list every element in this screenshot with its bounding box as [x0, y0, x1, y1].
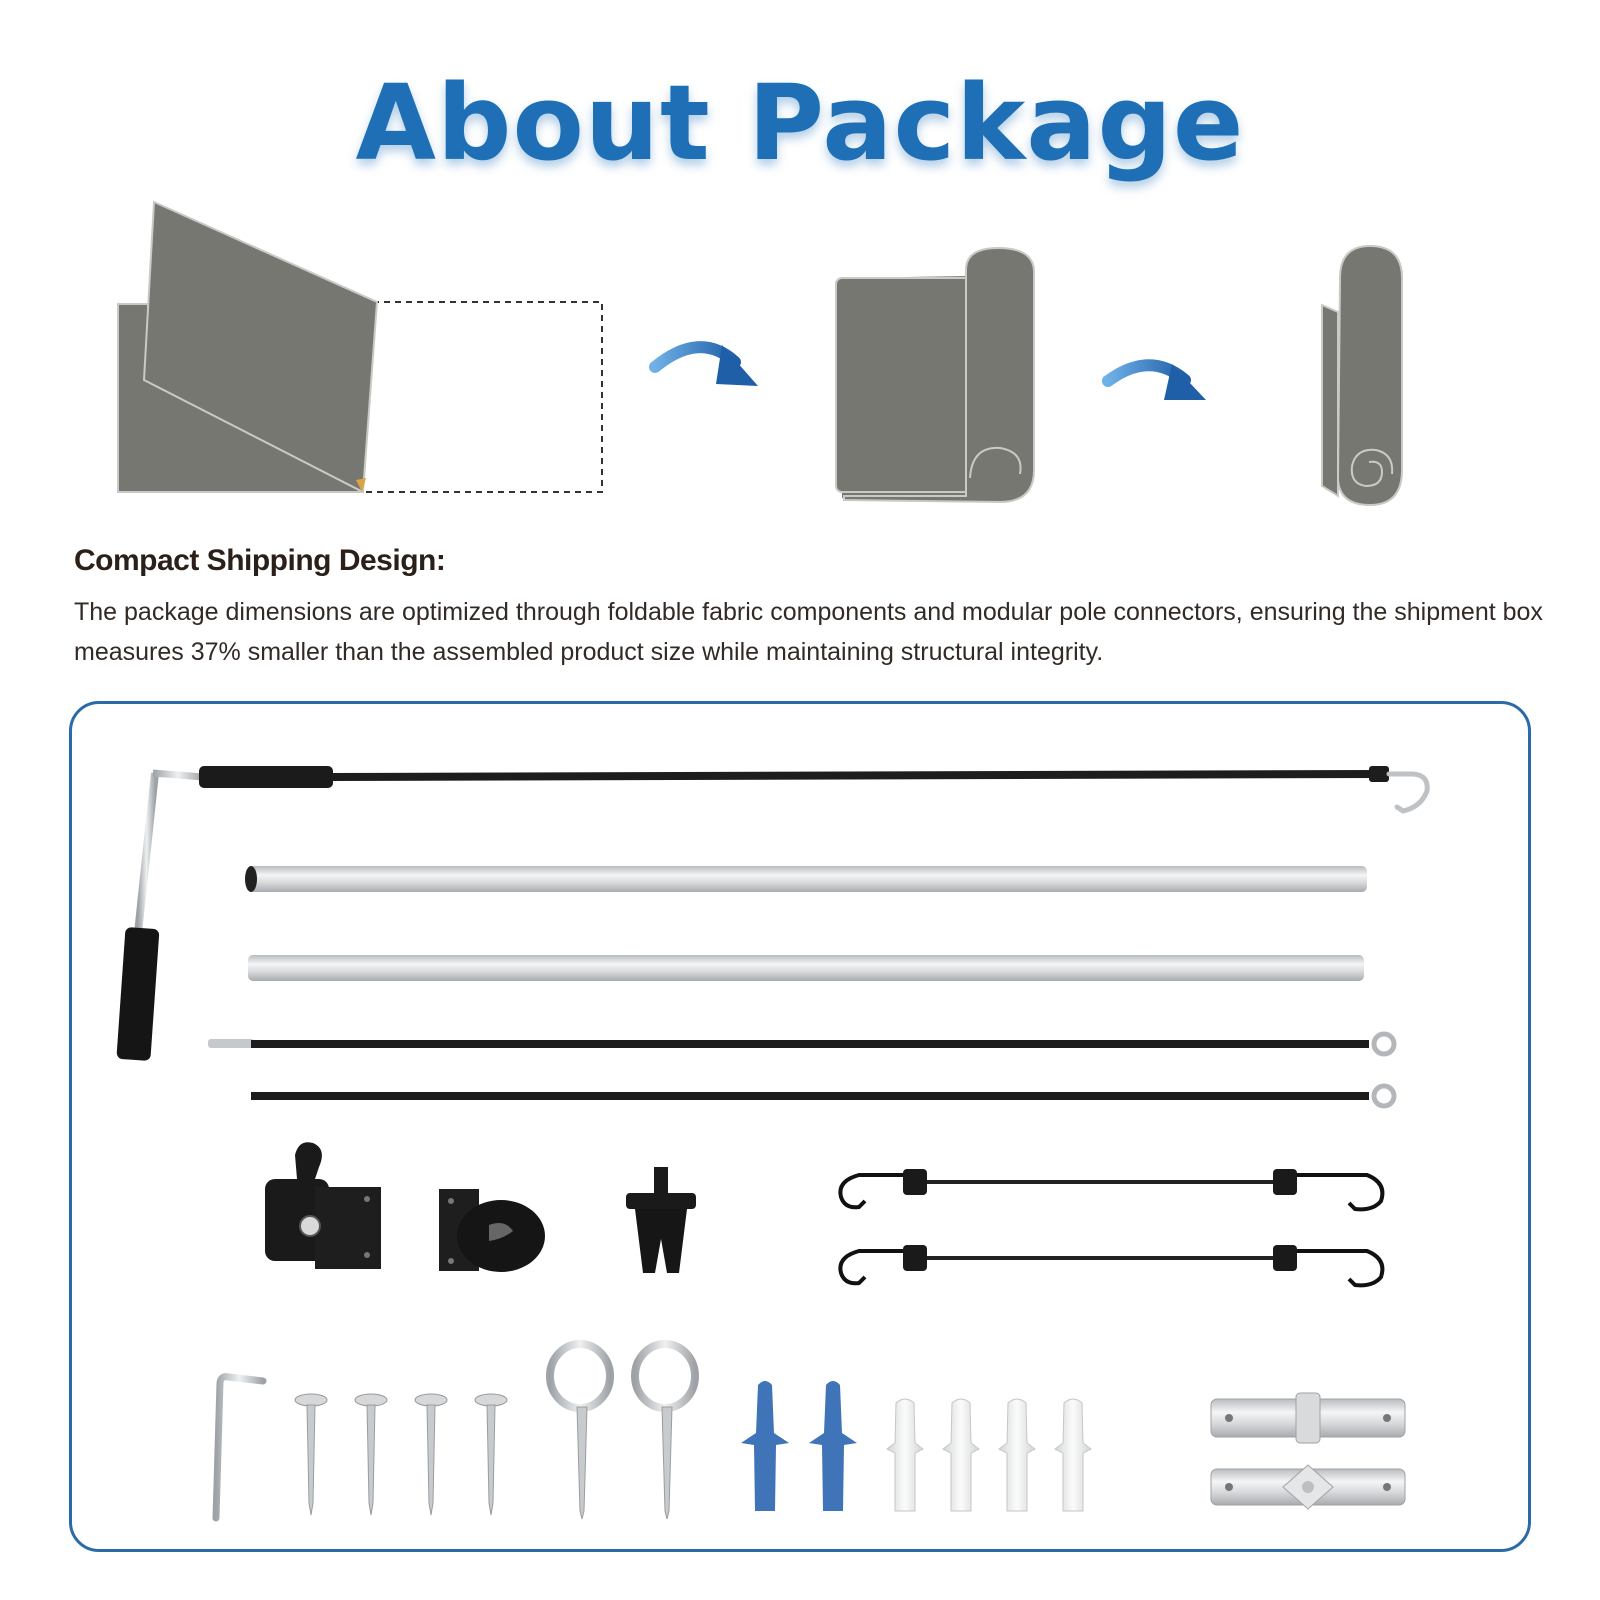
aluminum-tube [248, 955, 1364, 981]
flat-fabric-panel [117, 200, 603, 494]
bungee-cord [838, 1245, 1385, 1288]
screw [354, 1393, 388, 1516]
aluminum-tube [247, 866, 1367, 892]
support-rod-with-eyelet [208, 1031, 1397, 1057]
blue-wall-anchor [741, 1381, 789, 1511]
tube-connector [1210, 1464, 1406, 1510]
white-wall-anchor [886, 1398, 924, 1512]
parts-illustration [116, 766, 1430, 1522]
partially-rolled-fabric [835, 246, 1035, 504]
package-contents-panel [69, 701, 1531, 1552]
section-heading: Compact Shipping Design: [74, 544, 446, 577]
crank-side-bracket [265, 1142, 381, 1269]
roll-step-arrow-icon [1102, 359, 1206, 400]
fold-step-arrow-icon [649, 341, 758, 386]
section-body: The package dimensions are optimized thr… [74, 598, 1543, 666]
blue-wall-anchor [809, 1381, 857, 1511]
page-title: About Package [355, 62, 1245, 184]
white-wall-anchor [942, 1398, 980, 1512]
white-wall-anchor [998, 1398, 1036, 1512]
hex-key [212, 1373, 267, 1522]
end-cap-plug [626, 1167, 696, 1273]
shipping-description: Compact Shipping Design: The package dim… [74, 544, 1544, 672]
fully-rolled-fabric [1321, 244, 1403, 507]
screw [414, 1393, 448, 1516]
bungee-cord [838, 1169, 1385, 1212]
idle-side-bracket [439, 1189, 545, 1272]
screw [294, 1393, 328, 1516]
eye-hook-screw [631, 1340, 699, 1520]
tube-connector [1210, 1392, 1406, 1444]
folding-steps-illustration [117, 200, 1403, 507]
support-rod-with-eyelet [251, 1083, 1397, 1109]
crank-handle [116, 766, 1430, 1061]
screw [474, 1393, 508, 1516]
white-wall-anchor [1054, 1398, 1092, 1512]
eye-hook-screw [546, 1340, 614, 1520]
